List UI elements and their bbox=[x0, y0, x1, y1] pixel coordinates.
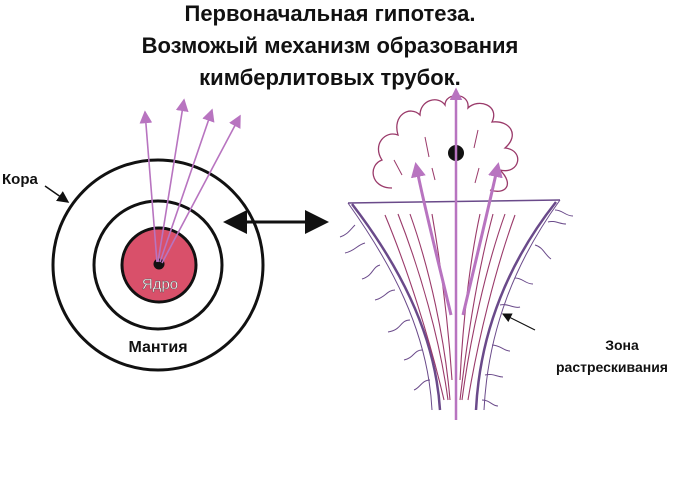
earth-cross-section: Ядро Мантия Кора bbox=[2, 98, 265, 372]
funnel-top bbox=[347, 199, 561, 204]
kimberlite-pipe: Зона растрескивания bbox=[339, 87, 668, 420]
zone-label-line-1: Зона bbox=[605, 337, 639, 353]
crust-pointer-arrow bbox=[44, 185, 70, 203]
mantle-label: Мантия bbox=[128, 339, 187, 356]
zone-label-line-2: растрескивания bbox=[556, 359, 668, 375]
core-label: Ядро bbox=[142, 276, 178, 293]
right-flow-arrow bbox=[461, 162, 503, 316]
mantle-circle bbox=[92, 199, 224, 331]
crust-circle bbox=[51, 158, 265, 372]
crust-label: Кора bbox=[2, 171, 38, 188]
zone-pointer-arrow bbox=[501, 313, 536, 331]
crack-lines bbox=[339, 209, 574, 407]
title-line-2: Возможый механизм образования bbox=[141, 33, 519, 58]
title-line-3: кимберлитовых трубок. bbox=[199, 65, 461, 90]
eruption-arrows bbox=[139, 98, 241, 264]
left-flow-arrow bbox=[410, 162, 453, 316]
title-line-1: Первоначальная гипотеза. bbox=[184, 1, 476, 26]
